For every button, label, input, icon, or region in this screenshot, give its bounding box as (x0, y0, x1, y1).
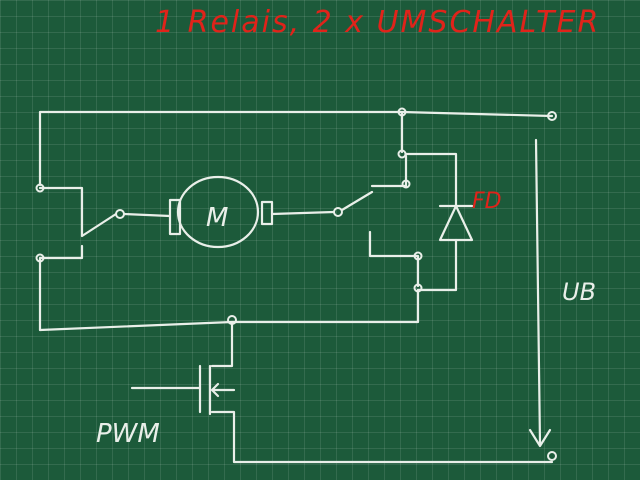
motor-symbol: M (168, 175, 274, 249)
right-motor-wire (270, 210, 336, 216)
terminal-top (547, 111, 557, 121)
left-switch-contact-top (35, 183, 45, 193)
diode-symbol (404, 152, 474, 292)
right-node-top (397, 107, 407, 117)
left-motor-wire (122, 212, 172, 218)
right-switch-wires (340, 110, 420, 288)
left-switch-contact-bottom (35, 253, 45, 263)
bottom-rail-wire (38, 288, 420, 332)
voltage-arrow (528, 138, 552, 448)
diagram-title: 1 Relais, 2 x UMSCHALTER (155, 5, 600, 40)
pwm-label: PWM (96, 419, 160, 449)
diode-label: FD (472, 189, 502, 214)
left-switch-common (115, 209, 125, 219)
right-switch-common (333, 207, 343, 217)
voltage-label: UB (562, 278, 596, 306)
mosfet-symbol (130, 322, 554, 464)
terminal-bottom (547, 451, 557, 461)
top-rail-wire (38, 110, 554, 187)
right-switch-contact-mid (401, 179, 411, 189)
right-switch-contact-bottom (413, 251, 423, 261)
motor-label: M (206, 203, 228, 233)
left-switch-wires (38, 186, 118, 332)
